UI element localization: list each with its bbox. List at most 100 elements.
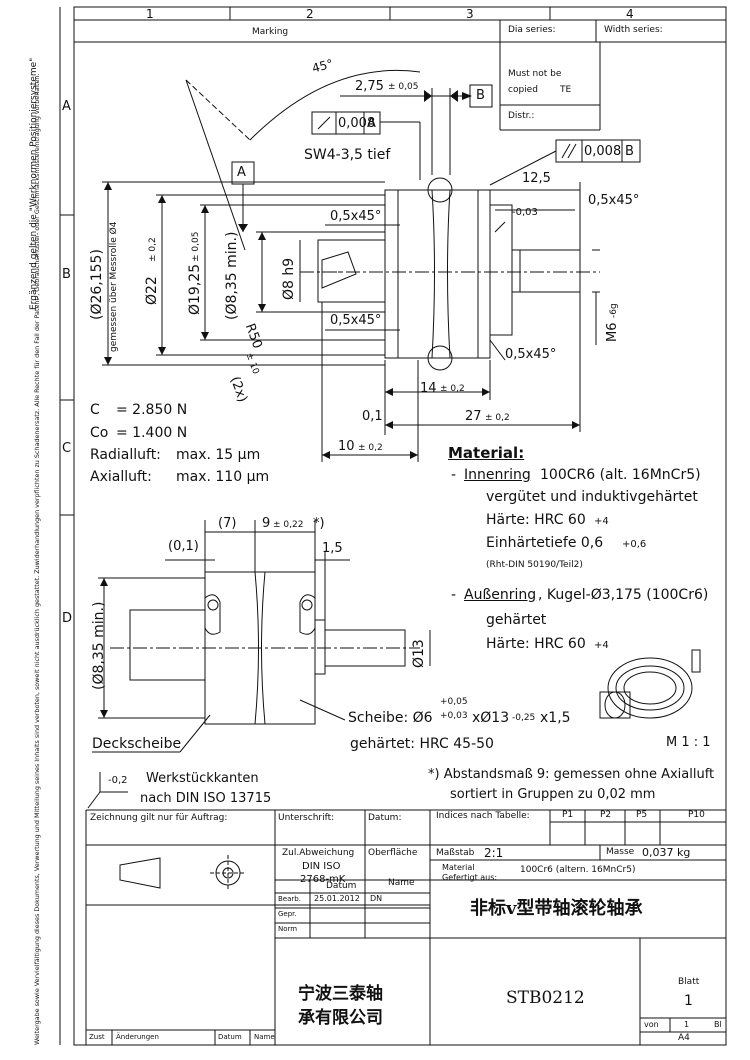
co-value: = 1.400 N [116, 425, 188, 441]
star-note-1: *) Abstandsmaß 9: gemessen ohne Axialluf… [428, 767, 715, 782]
must-not-label: Must not be [508, 69, 562, 79]
tb-size: A4 [678, 1033, 690, 1043]
row-label-a: A [62, 99, 71, 114]
radial-label: Radialluft: [90, 447, 161, 463]
inner-line-4: (Rht-DIN 50190/Teil2) [486, 560, 583, 570]
radial-value: max. 15 µm [176, 447, 261, 463]
tb-datum-foot: Datum [218, 1033, 242, 1041]
dia-1925: Ø19,25 [187, 263, 203, 315]
parallel-ref: B [625, 144, 634, 159]
dia-835-section: (Ø8,35 min.) [91, 601, 107, 690]
tb-gepr: Gepr. [278, 910, 297, 918]
tb-bearb-date: 25.01.2012 [314, 894, 360, 903]
tb-massstab: Maßstab [436, 848, 475, 858]
tb-indices: Indices nach Tabelle: [436, 811, 530, 821]
tb-company-1: 宁波三泰轴 [298, 984, 383, 1004]
tb-zul: Zul.Abweichung [282, 848, 355, 858]
chamfer-left-bottom: 0,5x45° [330, 313, 382, 328]
dia-1925-tol: ± 0,05 [191, 231, 201, 262]
tb-unterschrift: Unterschrift: [278, 813, 335, 823]
outer-line-2-tol: +4 [594, 640, 609, 651]
tb-p1: P1 [562, 810, 574, 820]
dim-9-star: *) [313, 516, 325, 531]
chamfer-left-top: 0,5x45° [330, 209, 382, 224]
datum-a-label: A [237, 165, 246, 180]
row-label-c: C [62, 441, 72, 456]
m6-tol: -6g [609, 303, 619, 318]
dim-15: 1,5 [322, 541, 343, 556]
dim-275-tol: ± 0,05 [388, 82, 419, 92]
co-label: Co [90, 425, 109, 441]
scheibe-tol-lo: +0,03 [440, 711, 468, 721]
inner-spec: 100CR6 (alt. 16MnCr5) [540, 467, 701, 483]
gehartet-label: gehärtet: HRC 45-50 [350, 736, 494, 752]
dim-9: 9 [262, 516, 271, 531]
te-label: TE [560, 85, 572, 95]
parallel-value: 0,008 [584, 144, 622, 159]
tb-massstab-value: 2:1 [484, 846, 504, 860]
col-label-3: 3 [466, 7, 474, 21]
marking-label: Marking [252, 27, 289, 37]
scheibe-tol2: -0,25 [512, 713, 536, 723]
dim-27-tol: ± 0,2 [485, 413, 510, 423]
outer-dash: - [451, 587, 457, 603]
section-view-outline [110, 571, 420, 725]
tb-p5: P5 [636, 810, 648, 820]
tb-bl: Bl [714, 1020, 722, 1029]
star-note-2: sortiert in Gruppen zu 0,02 mm [450, 787, 656, 802]
edge-line-2: nach DIN ISO 13715 [140, 791, 272, 806]
tb-masse: Masse [606, 847, 635, 857]
dim-10-tol: ± 0,2 [358, 443, 383, 453]
runout-value: 0,008 [338, 116, 376, 131]
tb-anderungen: Änderungen [116, 1033, 159, 1041]
tb-name-foot: Name [254, 1033, 275, 1041]
inner-line-2-tol: +4 [594, 516, 609, 527]
runout-ref: A [367, 116, 376, 131]
inner-label: Innenring [464, 467, 531, 483]
datum-b-label: B [476, 88, 485, 103]
dia-835-main: (Ø8,35 min.) [224, 231, 240, 320]
dim-275: 2,75 [355, 79, 384, 94]
tb-company-2: 承有限公司 [298, 1008, 383, 1028]
dia-13: Ø13 [411, 639, 427, 668]
dim-01-main: 0,1 [362, 409, 383, 424]
tb-blatt: Blatt [678, 977, 700, 987]
axial-value: max. 110 µm [176, 469, 270, 485]
edge-line-1: Werkstückkanten [146, 771, 259, 786]
m6-label: M6 [605, 322, 620, 343]
outer-frame [73, 6, 727, 1046]
tb-von-value: 1 [684, 1020, 690, 1029]
dim-14: 14 [420, 381, 437, 396]
col-label-1: 1 [146, 7, 154, 21]
sw-label: SW4-3,5 tief [304, 147, 391, 163]
deckscheibe-label: Deckscheibe [92, 736, 182, 752]
dim-9-tol: ± 0,22 [273, 520, 304, 530]
tb-name-head: Name [388, 878, 415, 888]
copyright-note: Weitergabe sowie Vervielfältigung dieses… [33, 73, 41, 1045]
row-label-b: B [62, 267, 71, 282]
tb-oberflache: Oberfläche [368, 848, 418, 858]
main-part-outline [300, 177, 600, 371]
outer-line-2: Härte: HRC 60 [486, 636, 586, 652]
inner-dash: - [451, 467, 457, 483]
dim-27: 27 [465, 409, 482, 424]
tb-material-value: 100Cr6 (altern. 16MnCr5) [520, 865, 636, 875]
angle-arc [249, 69, 421, 141]
tb-din2: 2768-mK [300, 874, 346, 885]
tb-bearb: Bearb. [278, 895, 301, 903]
chamfer-right-bottom: 0,5x45° [505, 347, 557, 362]
outer-line-1: gehärtet [486, 612, 547, 628]
copied-label: copied [508, 85, 538, 95]
dim-125: 12,5 [522, 171, 551, 186]
inner-line-3-tol: +0,6 [622, 539, 647, 550]
bearing-3d-sketch [599, 649, 701, 719]
col-label-2: 2 [306, 7, 314, 21]
dim-01-section: (0,1) [168, 539, 199, 554]
tb-von: von [644, 1020, 659, 1029]
tol-003: -0,03 [512, 207, 538, 218]
inner-line-1: vergütet und induktivgehärtet [486, 489, 698, 505]
tb-title-cn: 非标v型带轴滚轮轴承 [470, 898, 643, 919]
scheibe-label: Scheibe: Ø6 [348, 710, 433, 726]
